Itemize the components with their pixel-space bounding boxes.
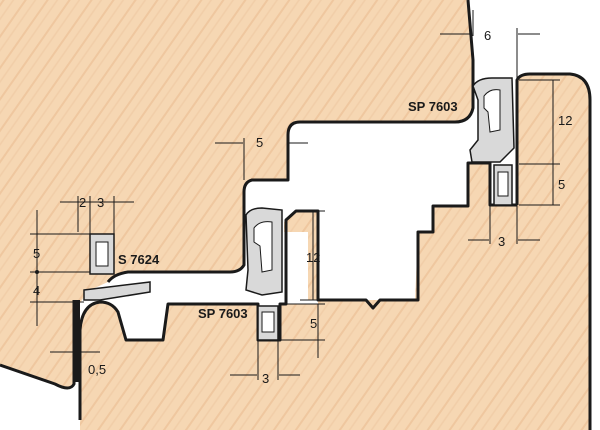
dim-top-3: 3 [498, 234, 505, 249]
dim-left-5: 5 [33, 246, 40, 261]
dim-mid-bottom-5: 5 [310, 316, 317, 331]
dim-top-5: 5 [558, 177, 565, 192]
upper-sash-outline [106, 0, 475, 283]
label-sp7603-top: SP 7603 [408, 99, 458, 114]
label-s7624: S 7624 [118, 252, 160, 267]
upper-sash-wood [0, 0, 473, 388]
dim-left-4: 4 [33, 283, 40, 298]
seal-sp7603-top [469, 77, 515, 206]
dim-left-05: 0,5 [88, 362, 106, 377]
dim-mid-5: 5 [256, 135, 263, 150]
dim-mid-bottom-3: 3 [262, 371, 269, 386]
dimension-lines [30, 10, 560, 380]
dim-top-12: 12 [558, 113, 572, 128]
frame-rebate-outline [78, 161, 517, 420]
gap-strip [74, 300, 80, 382]
lower-frame-wood [80, 74, 590, 430]
dim-left-3: 3 [97, 195, 104, 210]
dim-left-2: 2 [79, 195, 86, 210]
seal-s7624 [83, 233, 151, 301]
dim-top-6: 6 [484, 28, 491, 43]
lower-frame-outline [515, 72, 592, 430]
label-sp7603-mid: SP 7603 [198, 306, 248, 321]
dim-mid-12: 12 [306, 250, 320, 265]
seal-sp7603-mid [245, 207, 283, 341]
left-sash-edge [0, 300, 76, 390]
